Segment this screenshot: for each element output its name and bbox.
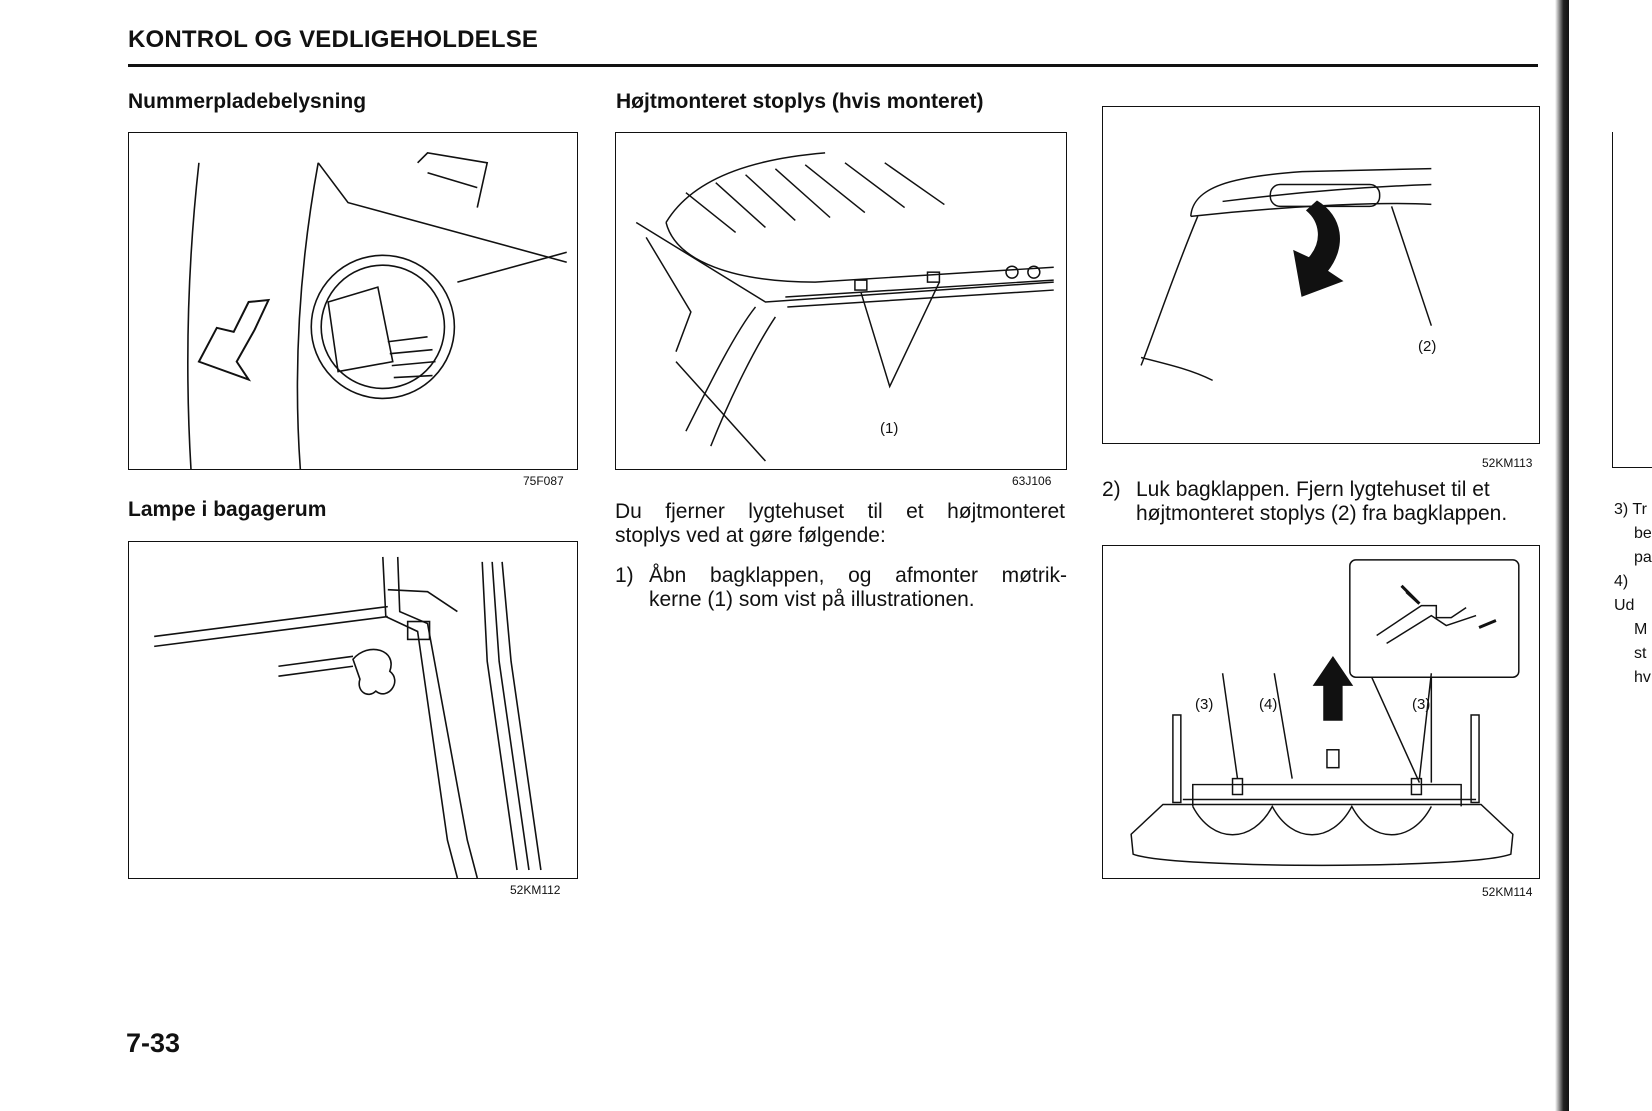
next-page-frag-7: hv bbox=[1634, 669, 1651, 686]
step-2-line-1: Luk bagklappen. Fjern lygtehuset til et bbox=[1136, 478, 1490, 501]
next-page-frag-6: st bbox=[1634, 645, 1647, 662]
figure-code-high-stop-open: 63J106 bbox=[1012, 474, 1052, 488]
step-1-line-1: Åbn bagklappen, og afmonter møtrik- bbox=[649, 564, 1067, 587]
figure-code-closed: 52KM113 bbox=[1482, 456, 1533, 470]
step-2-number: 2) bbox=[1102, 478, 1121, 501]
next-page-frag-1: 3) Tr bbox=[1614, 501, 1647, 518]
label-housing-4: (4) bbox=[1259, 696, 1278, 713]
step-1: 1) Åbn bagklappen, og afmonter møtrik- k… bbox=[615, 564, 1067, 614]
figure-trunk-lamp bbox=[128, 541, 578, 879]
next-page-frag-2: be bbox=[1634, 525, 1652, 542]
intro-line-2: stoplys ved at gøre følgende: bbox=[615, 524, 886, 547]
next-page-frag-4: 4) Ud bbox=[1614, 573, 1635, 614]
header-rule bbox=[128, 64, 1538, 67]
figure-high-stop-open bbox=[615, 132, 1067, 470]
step-1-number: 1) bbox=[615, 564, 634, 587]
step-2: 2) Luk bagklappen. Fjern lygtehuset til … bbox=[1102, 478, 1542, 528]
label-clip-3-left: (3) bbox=[1195, 696, 1214, 713]
next-page-frag-5: M bbox=[1634, 621, 1648, 638]
figure-code-trunk-lamp: 52KM112 bbox=[510, 883, 561, 897]
next-page-figure-fragment bbox=[1612, 132, 1652, 468]
page-number: 7-33 bbox=[126, 1028, 181, 1058]
figure-lamp-housing bbox=[1102, 545, 1540, 879]
section-title-trunk-lamp: Lampe i bagagerum bbox=[128, 498, 327, 521]
page-header-title: KONTROL OG VEDLIGEHOLDELSE bbox=[128, 26, 539, 53]
section-title-high-stop: Højtmonteret stoplys (hvis monteret) bbox=[616, 90, 984, 113]
label-clip-3-right: (3) bbox=[1412, 696, 1431, 713]
label-stop-light-2: (2) bbox=[1418, 338, 1437, 355]
section-title-license-light: Nummerpladebelysning bbox=[128, 90, 367, 113]
next-page-frag-3: pa bbox=[1634, 549, 1652, 566]
figure-code-housing: 52KM114 bbox=[1482, 885, 1533, 899]
figure-high-stop-closed bbox=[1102, 106, 1540, 444]
label-nuts-1: (1) bbox=[880, 420, 899, 437]
intro-line-1: Du fjerner lygtehuset til et højtmontere… bbox=[615, 500, 1065, 523]
figure-code-license-light: 75F087 bbox=[523, 474, 564, 488]
step-2-line-2: højtmonteret stoplys (2) fra bagklappen. bbox=[1136, 502, 1508, 525]
next-page-text-fragment: 3) Tr be pa 4) Ud M st hv bbox=[1614, 498, 1652, 690]
intro-paragraph: Du fjerner lygtehuset til et højtmontere… bbox=[615, 500, 1065, 548]
step-1-line-2: kerne (1) som vist på illustrationen. bbox=[649, 588, 975, 611]
page-binding-shadow bbox=[1555, 0, 1569, 1111]
figure-license-light bbox=[128, 132, 578, 470]
